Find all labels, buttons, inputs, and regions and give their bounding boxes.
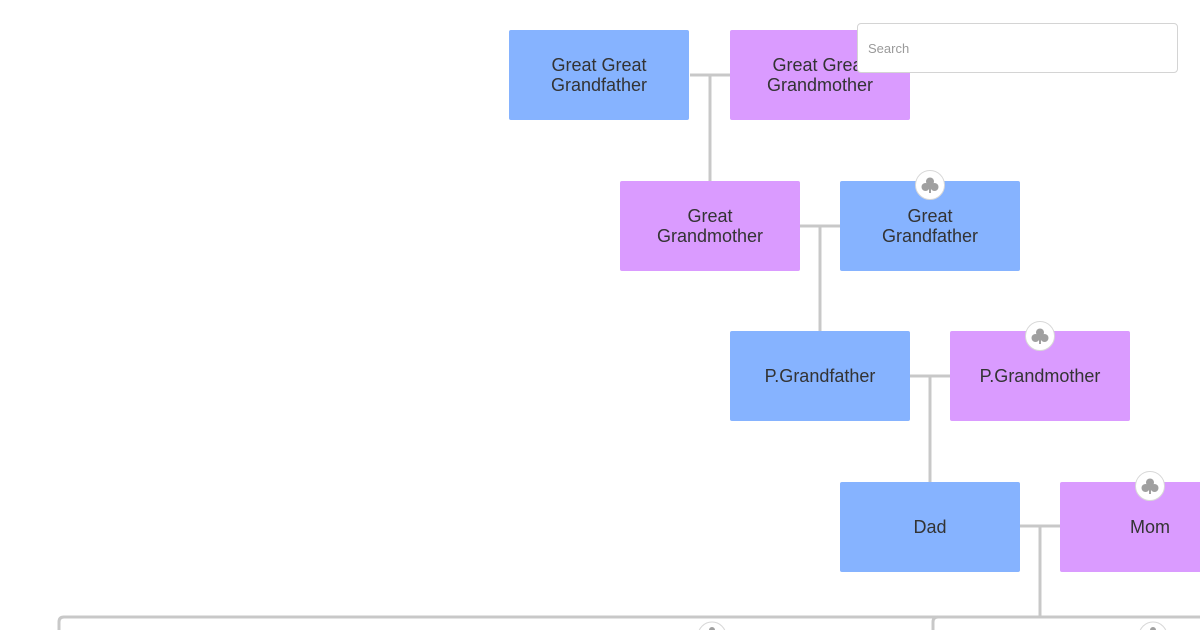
clover-icon[interactable] [1135,471,1165,501]
node-label: Great Great Grandfather [550,55,648,95]
node-p-grandfather[interactable]: P.Grandfather [730,331,910,421]
children-bar [57,615,1200,630]
node-great-great-grandfather[interactable]: Great Great Grandfather [509,30,689,120]
clover-icon[interactable] [1025,321,1055,351]
clover-icon[interactable] [915,170,945,200]
node-great-grandmother[interactable]: Great Grandmother [620,181,800,271]
node-label: Great Grandmother [656,206,764,246]
node-label: Dad [913,517,947,537]
clover-icon [698,621,1167,630]
child-drop [931,615,939,630]
node-label: Great Grandfather [881,206,979,246]
node-label: P.Grandfather [764,366,876,386]
node-dad[interactable]: Dad [840,482,1020,572]
search-input[interactable] [857,23,1178,73]
node-label: Great Great Grandmother [766,55,874,95]
node-label: P.Grandmother [979,366,1101,386]
node-label: Mom [1130,517,1170,537]
node-mom[interactable]: Mom [1060,482,1200,572]
